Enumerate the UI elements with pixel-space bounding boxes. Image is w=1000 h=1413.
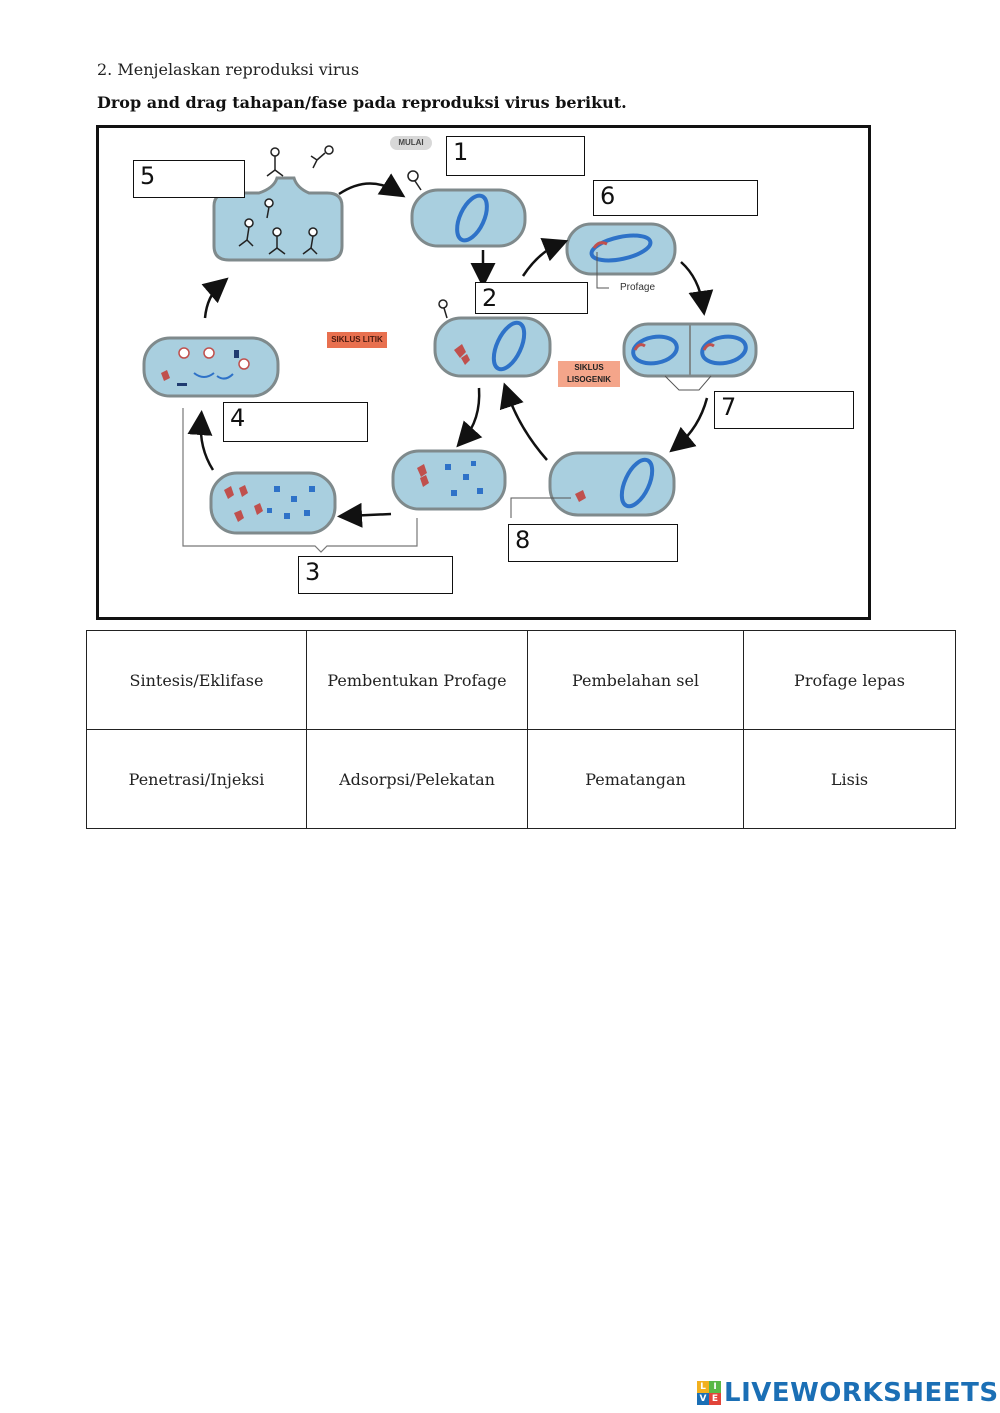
lytic-cycle-tag: SIKLUS LITIK xyxy=(327,332,387,348)
choice-profage-lepas[interactable]: Profage lepas xyxy=(743,630,956,730)
drop-box-8[interactable]: 8 xyxy=(508,524,678,562)
choice-lisis[interactable]: Lisis xyxy=(743,729,956,829)
logo-mark-l: L xyxy=(697,1381,709,1393)
logo-mark-e: E xyxy=(709,1393,721,1405)
drop-box-3[interactable]: 3 xyxy=(298,556,453,594)
cell-maturation xyxy=(142,336,280,398)
cell-prophage-release xyxy=(510,451,676,518)
cell-adsorption xyxy=(407,170,527,248)
choice-adsorpsi[interactable]: Adsorpsi/Pelekatan xyxy=(306,729,528,829)
cell-prophage xyxy=(565,222,677,289)
choice-penetrasi[interactable]: Penetrasi/Injeksi xyxy=(86,729,307,829)
drop-box-4[interactable]: 4 xyxy=(223,402,368,442)
cell-dividing xyxy=(622,322,758,391)
drop-box-6[interactable]: 6 xyxy=(593,180,758,216)
cell-synthesis xyxy=(391,449,507,511)
choices-row-1: Sintesis/Eklifase Pembentukan Profage Pe… xyxy=(86,630,956,730)
answer-choices-table: Sintesis/Eklifase Pembentukan Profage Pe… xyxy=(86,630,956,829)
lysogenic-tag-line2: LISOGENIK xyxy=(566,375,611,384)
lysogenic-cycle-tag: SIKLUS LISOGENIK xyxy=(558,361,620,387)
diagram-illustration xyxy=(142,145,758,553)
logo-mark-v: V xyxy=(697,1393,709,1405)
logo-wordmark: LIVEWORKSHEETS xyxy=(724,1378,999,1408)
logo-mark-i: I xyxy=(709,1381,721,1393)
instruction-text: Drop and drag tahapan/fase pada reproduk… xyxy=(97,93,627,112)
choice-pembelahan-sel[interactable]: Pembelahan sel xyxy=(527,630,744,730)
logo-mark-icon: L I V E xyxy=(697,1381,721,1405)
drop-box-1[interactable]: 1 xyxy=(446,136,585,176)
cell-assembly xyxy=(209,471,337,535)
choice-pematangan[interactable]: Pematangan xyxy=(527,729,744,829)
cell-penetration xyxy=(433,299,552,378)
prophage-label: Profage xyxy=(620,282,656,293)
choice-sintesis[interactable]: Sintesis/Eklifase xyxy=(86,630,307,730)
virus-reproduction-diagram: MULAI SIKLUS LITIK SIKLUS LISOGENIK Prof… xyxy=(96,125,871,620)
cell-bursting xyxy=(212,145,344,262)
choice-pembentukan-profage[interactable]: Pembentukan Profage xyxy=(306,630,528,730)
question-heading: 2. Menjelaskan reproduksi virus xyxy=(97,60,360,79)
liveworksheets-logo: L I V E LIVEWORKSHEETS xyxy=(697,1377,999,1409)
drop-box-7[interactable]: 7 xyxy=(714,391,854,429)
choices-row-2: Penetrasi/Injeksi Adsorpsi/Pelekatan Pem… xyxy=(86,729,956,829)
drop-box-2[interactable]: 2 xyxy=(475,282,588,314)
lysogenic-tag-line1: SIKLUS xyxy=(574,363,604,372)
start-tag: MULAI xyxy=(390,136,432,150)
drop-box-5[interactable]: 5 xyxy=(133,160,245,198)
